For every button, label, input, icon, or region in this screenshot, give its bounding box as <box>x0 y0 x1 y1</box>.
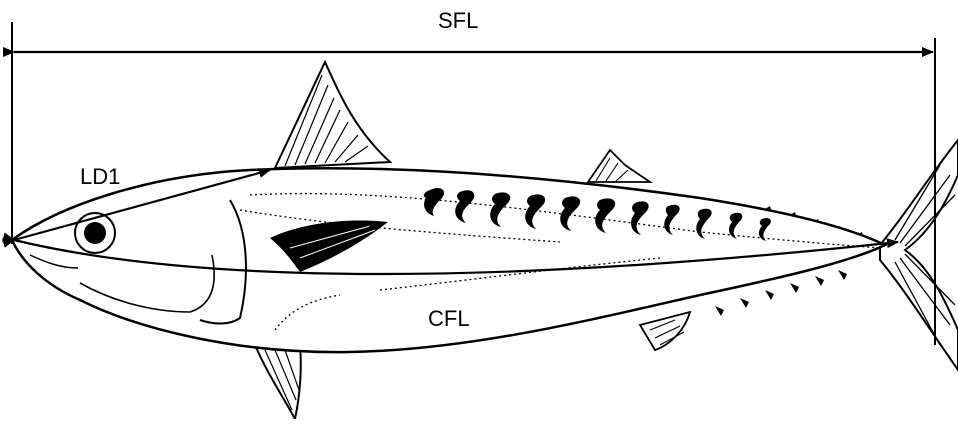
first-dorsal-fin <box>275 62 390 168</box>
caudal-fin <box>880 140 958 370</box>
pelvic-fin <box>255 345 301 419</box>
second-dorsal-fin <box>588 150 650 182</box>
eye <box>75 213 115 253</box>
cfl-label: CFL <box>428 306 470 332</box>
anal-fin <box>640 312 690 350</box>
ld1-label: LD1 <box>80 164 120 190</box>
sfl-label: SFL <box>438 8 478 34</box>
